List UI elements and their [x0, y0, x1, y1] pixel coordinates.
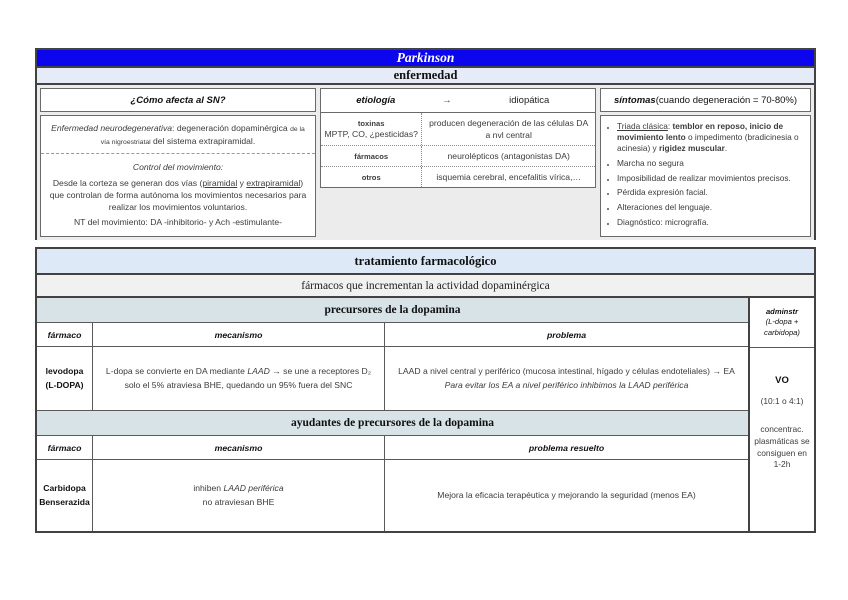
col-header-problema: problema: [546, 329, 587, 340]
levodopa-row: levodopa (L-DOPA) L-dopa se convierte en…: [37, 347, 748, 411]
carbidopa-mechanism-line1: inhiben LAAD periférica: [193, 483, 284, 494]
piramidal-term: piramidal: [202, 177, 238, 188]
carbidopa-mechanism-line2: no atraviesan BHE: [202, 496, 275, 507]
etiologia-row-toxinas: toxinas MPTP, CO, ¿pesticidas? producen …: [321, 113, 595, 147]
treatment-title: tratamiento farmacológico: [37, 249, 814, 275]
levodopa-mechanism-line2: solo el 5% atraviesa BHE, quedando un 95…: [124, 379, 353, 390]
col-header-farmaco: fármaco: [37, 436, 93, 459]
neurodegeneration-text: Enfermedad neurodegenerativa: degeneraci…: [41, 116, 315, 154]
etiologia-row-label: toxinas MPTP, CO, ¿pesticidas?: [321, 113, 423, 146]
movement-control-paragraph: Desde la corteza se generan dos vías (pi…: [49, 177, 307, 212]
ayudantes-column-headers: fármaco mecanismo problema resuelto: [37, 436, 748, 460]
levodopa-mechanism-line1: L-dopa se convierte en DA mediante LAAD …: [105, 366, 372, 377]
treatment-main: precursores de la dopamina fármaco mecan…: [37, 298, 750, 531]
carbidopa-mechanism: inhiben LAAD periférica no atraviesan BH…: [93, 460, 385, 531]
carbidopa-row: Carbidopa Benserazida inhiben LAAD perif…: [37, 460, 748, 531]
page-title: Parkinson: [37, 50, 814, 68]
etiologia-row-label: otros: [321, 167, 423, 188]
movement-control-text: Control del movimiento: Desde la corteza…: [41, 154, 315, 236]
sintomas-header: síntomas (cuando degeneración = 70-80%): [600, 88, 811, 112]
plasma-concentration-note: concentrac. plasmáticas se consiguen en …: [754, 424, 810, 470]
ayudantes-header: ayudantes de precursores de la dopamina: [37, 411, 748, 436]
treatment-table: tratamiento farmacológico fármacos que i…: [35, 247, 816, 533]
sintoma-item: Marcha no segura: [617, 158, 805, 169]
precursores-header: precursores de la dopamina: [37, 298, 748, 323]
disease-table-body: ¿Cómo afecta al SN? Enfermedad neurodege…: [37, 85, 814, 240]
etiologia-row-label: fármacos: [321, 146, 423, 167]
column-how-affects: ¿Cómo afecta al SN? Enfermedad neurodege…: [40, 88, 316, 237]
extrapiramidal-term: extrapiramidal: [246, 177, 301, 188]
treatment-subtitle: fármacos que incrementan la actividad do…: [37, 275, 814, 298]
sintomas-list: Triada clásica: temblor en reposo, inici…: [606, 121, 805, 228]
sintoma-item: Diagnóstico: micrografía.: [617, 217, 805, 228]
movement-control-heading: Control del movimiento:: [132, 162, 224, 173]
levodopa-name: levodopa (L-DOPA): [37, 347, 93, 410]
precursores-column-headers: fármaco mecanismo problema: [37, 323, 748, 347]
carbidopa-problem: Mejora la eficacia terapéutica y mejoran…: [437, 489, 696, 500]
how-affects-content: Enfermedad neurodegenerativa: degeneraci…: [40, 115, 316, 237]
route-vo: VO: [775, 375, 789, 386]
sintoma-triada: Triada clásica: temblor en reposo, inici…: [617, 121, 805, 155]
neurodegeneration-term: Enfermedad neurodegenerativa: [51, 123, 173, 133]
nt-movement-note: NT del movimiento: DA -inhibitorio- y Ac…: [73, 217, 283, 228]
how-affects-header: ¿Cómo afecta al SN?: [40, 88, 316, 112]
etiologia-box: etiología → idiopática toxinas MPTP, CO,…: [320, 88, 596, 189]
col-header-mecanismo: mecanismo: [93, 436, 385, 459]
col-header-problema-resuelto: problema resuelto: [528, 442, 605, 453]
nigrostriatal-note: de la vía nigroestriatal: [100, 126, 305, 146]
etiologia-row-value: producen degeneración de las células DA …: [429, 118, 589, 141]
section-enfermedad: enfermedad: [37, 68, 814, 85]
col-header-mecanismo: mecanismo: [93, 323, 385, 346]
sintoma-item: Imposibilidad de realizar movimientos pr…: [617, 173, 805, 184]
etiologia-row-farmacos: fármacos neurolépticos (antagonistas DA): [321, 146, 595, 168]
treatment-grid: precursores de la dopamina fármaco mecan…: [37, 298, 814, 531]
sintoma-item: Alteraciones del lenguaje.: [617, 202, 805, 213]
administration-column: adminstr (L-dopa + carbidopa) VO (10:1 o…: [750, 298, 814, 531]
administration-details: VO (10:1 o 4:1) concentrac. plasmáticas …: [750, 348, 814, 531]
dose-ratio: (10:1 o 4:1): [760, 396, 804, 407]
idiopatica-label: idiopática: [509, 95, 550, 106]
triada-term: Triada clásica: [617, 121, 668, 131]
column-sintomas: síntomas (cuando degeneración = 70-80%) …: [600, 88, 811, 237]
levodopa-mechanism: L-dopa se convierte en DA mediante LAAD …: [93, 347, 385, 410]
etiologia-label: etiología: [356, 95, 396, 106]
column-etiologia: etiología → idiopática toxinas MPTP, CO,…: [320, 88, 596, 237]
sintomas-content: Triada clásica: temblor en reposo, inici…: [600, 115, 811, 237]
disease-table: Parkinson enfermedad ¿Cómo afecta al SN?…: [35, 48, 816, 240]
carbidopa-name: Carbidopa Benserazida: [37, 460, 93, 531]
arrow-icon: →: [442, 95, 452, 106]
etiologia-row-otros: otros isquemia cerebral, encefalitis vír…: [321, 167, 595, 188]
sintoma-item: Pérdida expresión facial.: [617, 187, 805, 198]
levodopa-problem: LAAD a nivel central y periférico (mucos…: [385, 347, 748, 410]
col-header-farmaco: fármaco: [37, 323, 93, 346]
etiologia-header: etiología → idiopática: [321, 89, 595, 113]
levodopa-problem-line1: LAAD a nivel central y periférico (mucos…: [398, 366, 735, 377]
levodopa-problem-line2: Para evitar los EA a nivel periférico in…: [444, 379, 689, 390]
administration-header: adminstr (L-dopa + carbidopa): [750, 298, 814, 348]
etiologia-row-value: isquemia cerebral, encefalitis vírica,…: [436, 172, 582, 183]
etiologia-row-value: neurolépticos (antagonistas DA): [447, 151, 570, 162]
